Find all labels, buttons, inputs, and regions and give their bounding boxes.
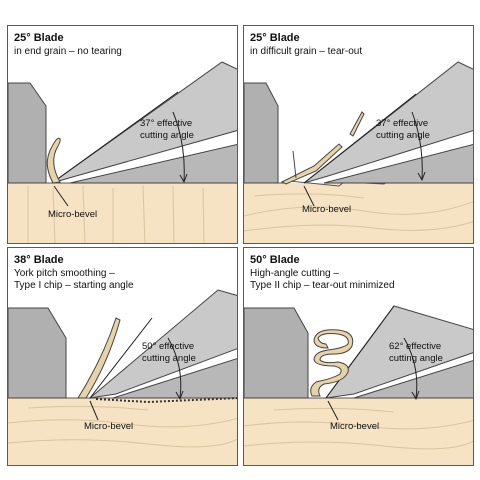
angle-arc-arrow [411, 111, 423, 180]
angle-label-line2: cutting angle [140, 130, 194, 141]
wood-grain-lines [8, 405, 237, 448]
angle-arc-arrow [172, 111, 185, 182]
crumpled-chip [310, 329, 354, 397]
effective-angle-line [325, 305, 395, 399]
panel-title: 25° Blade [250, 32, 300, 44]
bevel-pointer-line [327, 400, 339, 421]
plane-body-rear [112, 358, 237, 399]
plane-body-rear [323, 144, 473, 184]
wood-block [8, 183, 237, 243]
angle-label-line1: 62° effective [389, 341, 442, 352]
panel-subtitle: in end grain – no tearing [14, 46, 122, 57]
bevel-pointer-line [53, 185, 69, 207]
wood-grain-lines [27, 185, 205, 243]
panel-subtitle-line2: Type II chip – tear-out minimized [250, 280, 395, 291]
micro-bevel-label: Micro-bevel [84, 421, 134, 432]
micro-bevel-label: Micro-bevel [302, 204, 352, 215]
panel-title: 25° Blade [14, 32, 64, 44]
plane-sole-front [244, 307, 309, 399]
wood-chip [77, 317, 121, 399]
effective-angle-line [303, 93, 417, 184]
wood-chip [46, 137, 61, 184]
fiber-splinter [292, 150, 297, 179]
torn-chip [280, 143, 343, 185]
angle-label-line1: 37° effective [376, 118, 429, 129]
bevel-pointer-line [89, 400, 99, 421]
blade [88, 289, 237, 399]
arc-arrowhead [179, 173, 188, 184]
panel-subtitle-line1: High-angle cutting – [250, 268, 339, 279]
panel-25-difficult-grain: 25° Blade in difficult grain – tear-out … [243, 25, 474, 244]
chip-shadow [95, 397, 237, 404]
panel-2-illustration [244, 61, 473, 243]
angle-label-line2: cutting angle [142, 353, 196, 364]
panel-subtitle-line1: York pitch smoothing – [14, 268, 115, 279]
panel-subtitle: in difficult grain – tear-out [250, 46, 363, 57]
wood-block [8, 398, 237, 465]
arc-arrowhead [417, 171, 426, 182]
plane-sole-front [8, 82, 47, 184]
arc-arrowhead [175, 390, 184, 401]
panel-subtitle-line2: Type I chip – starting angle [14, 280, 134, 291]
angle-label-line1: 37° effective [140, 118, 193, 129]
wood-block [244, 183, 473, 243]
panel-3-illustration [8, 289, 237, 465]
panel-25-end-grain: 25° Blade in end grain – no tearing 37° … [7, 25, 238, 244]
plane-body-rear [69, 143, 237, 184]
panel-38-york-pitch: 38° Blade York pitch smoothing – Type I … [7, 247, 238, 466]
angle-label-line2: cutting angle [376, 130, 430, 141]
arc-arrowhead [411, 390, 420, 401]
blade [303, 61, 473, 184]
bevel-pointer-line [303, 185, 315, 207]
angle-arc-arrow [167, 337, 182, 399]
panel-title: 50° Blade [250, 254, 300, 266]
micro-bevel-label: Micro-bevel [48, 209, 98, 220]
effective-angle-line [51, 91, 179, 184]
wood-block [244, 398, 473, 465]
wood-grain-lines [244, 193, 473, 232]
plane-sole-front [8, 307, 67, 399]
panel-50-high-angle: 50° Blade High-angle cutting – Type II c… [243, 247, 474, 466]
panel-1-illustration [8, 61, 237, 243]
angle-label-line1: 50° effective [142, 341, 195, 352]
panel-4-illustration [244, 305, 473, 465]
panel-title: 38° Blade [14, 254, 64, 266]
angle-arc-arrow [403, 337, 418, 399]
angle-label-line2: cutting angle [389, 353, 443, 364]
plane-body-rear [353, 360, 473, 399]
flying-chip [349, 111, 365, 137]
blade [51, 61, 237, 184]
plane-sole-front [244, 82, 279, 184]
effective-angle-line [89, 317, 153, 399]
wood-grain-lines [244, 407, 473, 450]
micro-bevel-label: Micro-bevel [330, 421, 380, 432]
